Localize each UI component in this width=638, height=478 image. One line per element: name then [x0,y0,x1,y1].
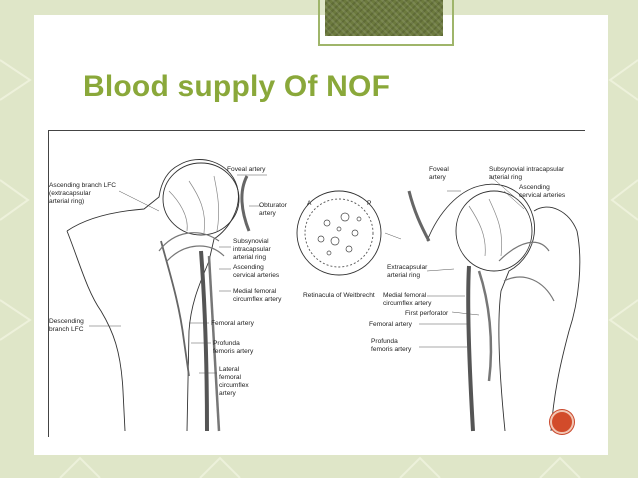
label-extracapsular: (extracapsular [49,190,92,197]
label-r-subsynovial: Subsynovial intracapsular [489,166,565,173]
label-r-arterial-ring: arterial ring [489,174,522,181]
label-r-profunda: Profunda [371,338,398,345]
left-femur-outline [66,159,239,432]
label-femoral-artery: Femoral artery [211,320,255,327]
label-arterial-ring: arterial ring) [49,198,84,205]
label-profunda: Profunda [213,340,240,347]
label-artery: artery [219,390,237,397]
label-r-circumflex: circumflex artery [383,300,432,307]
label-obturator: Obturator [259,202,288,209]
slide-content-area [34,15,608,455]
figure-canvas: Foveal artery Ascending branch LFC (extr… [49,159,581,432]
right-femur-shaft [533,206,581,432]
label-foveal-artery: Foveal artery [227,166,266,173]
label-cervical-arteries: cervical arteries [233,272,280,279]
label-posterior: P [367,200,372,207]
femoral-neck-cross-section [296,190,382,276]
label-descending: Descending [49,318,84,325]
left-femur-shaft [66,230,126,432]
label-medial-femoral: Medial femoral [233,288,277,295]
slide-title: Blood supply Of NOF [83,70,391,103]
label-femoris-artery: femoris artery [213,348,254,355]
label-r-cervical: cervical arteries [519,192,566,199]
label-r-ascending: Ascending [519,184,550,191]
label-r-femoral-artery: Femoral artery [369,321,413,328]
label-r-foveal-artery: artery [429,174,447,181]
left-femoral-head [162,162,240,236]
anatomy-figure: Foveal artery Ascending branch LFC (extr… [48,130,585,437]
label-retinacula: Retinacula of Weitbrecht [303,292,375,299]
label-arterial-ring-2: arterial ring [233,254,266,261]
label-circumflex: circumflex [219,382,249,389]
next-slide-icon[interactable] [550,410,574,434]
label-lateral: Lateral [219,366,240,373]
decorative-frame [318,0,454,46]
label-branch-lfc: branch LFC [49,326,84,333]
label-r-femoris-artery: femoris artery [371,346,412,353]
label-r-medial-femoral: Medial femoral [383,292,427,299]
right-femoral-head [455,190,533,272]
label-ascending-branch-lfc: Ascending branch LFC [49,182,116,189]
label-r-extracapsular: Extracapsular [387,264,428,271]
label-intracapsular: intracapsular [233,246,272,253]
label-subsynovial: Subsynovial [233,238,269,245]
label-circumflex-artery: circumflex artery [233,296,282,303]
label-anterior: A [307,200,312,207]
right-femur-outline [426,183,535,432]
label-obturator-artery: artery [259,210,277,217]
label-ascending: Ascending [233,264,264,271]
label-r-first-perforator: First perforator [405,310,449,317]
label-femoral: femoral [219,374,242,381]
decorative-texture-block [325,0,443,36]
label-r-foveal: Foveal [429,166,449,173]
label-r-ext-ring: arterial ring [387,272,420,279]
